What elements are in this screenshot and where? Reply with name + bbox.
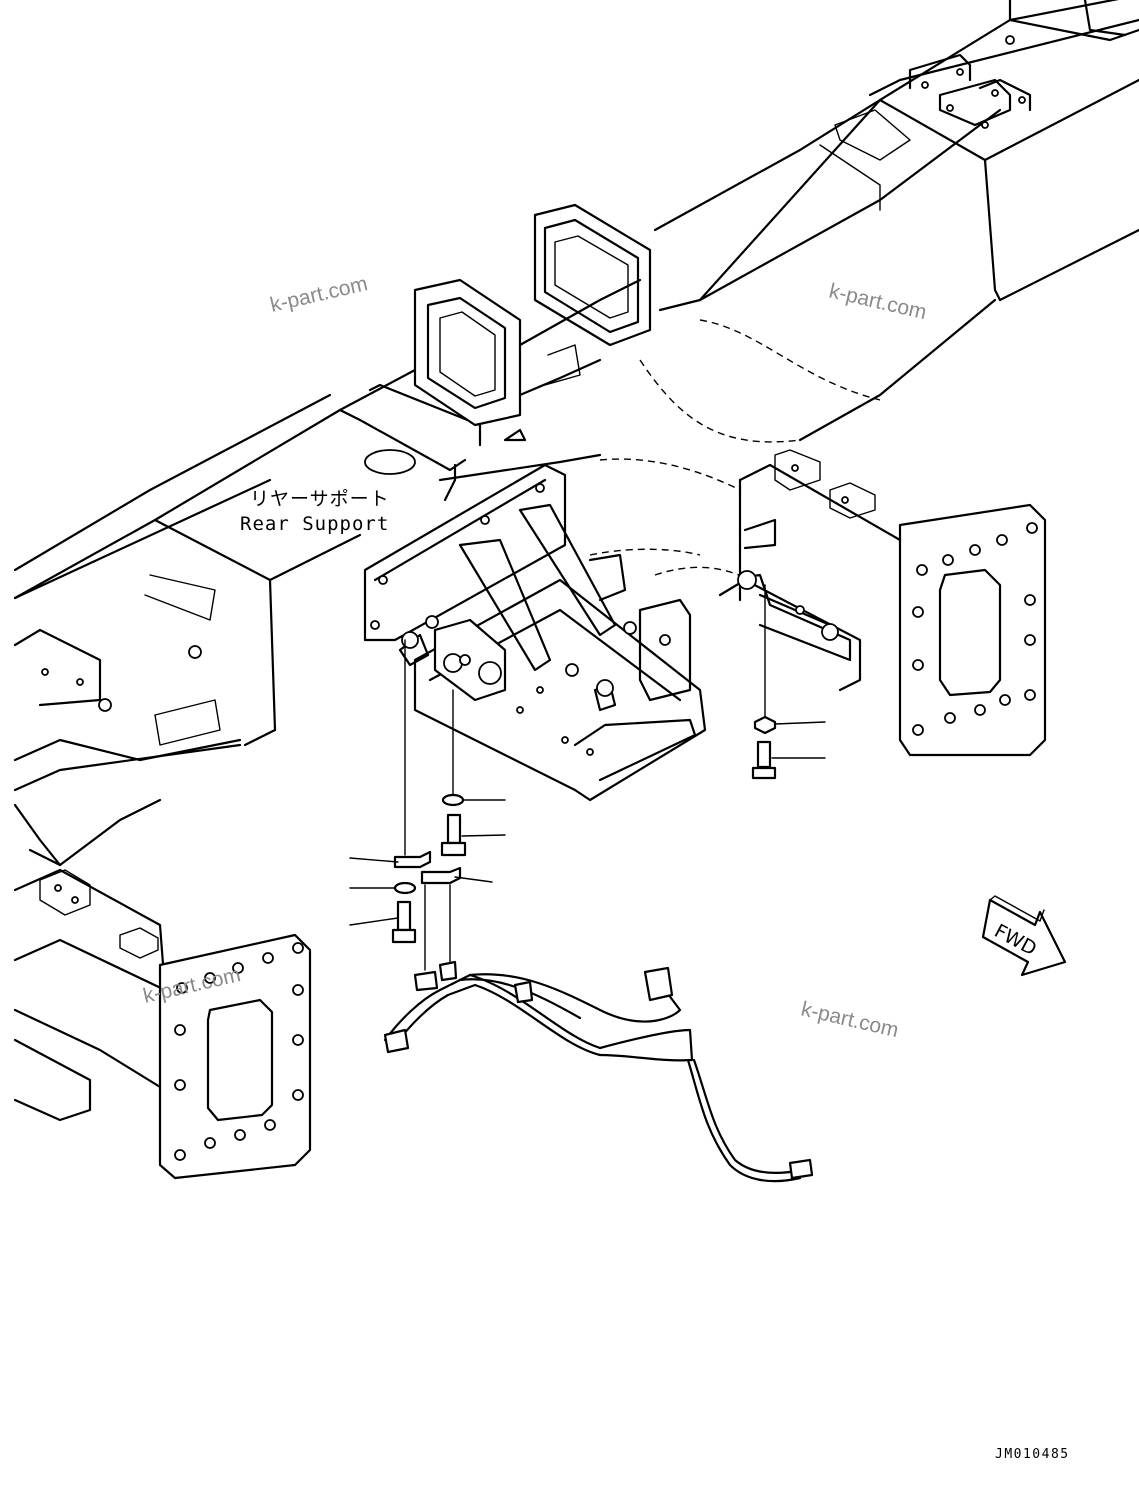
fasteners-and-leaders (349, 584, 826, 971)
wiring-harness (383, 960, 814, 1183)
watermark: k-part.com (827, 279, 929, 324)
fwd-arrow-icon: FWD (981, 895, 1067, 977)
rear-support-label-en: Rear Support (240, 513, 389, 535)
rear-support-label-jp: リヤーサポート (250, 488, 390, 510)
watermark: k-part.com (799, 997, 901, 1042)
drawing-code: JM010485 (995, 1447, 1070, 1462)
rear-support-brackets (413, 203, 652, 442)
right-cross-member (718, 298, 1047, 757)
left-cross-member (13, 868, 312, 1180)
watermark: k-part.com (268, 272, 370, 317)
central-plate (363, 463, 707, 802)
hidden-lines (589, 319, 881, 581)
main-frame (13, 0, 1139, 867)
